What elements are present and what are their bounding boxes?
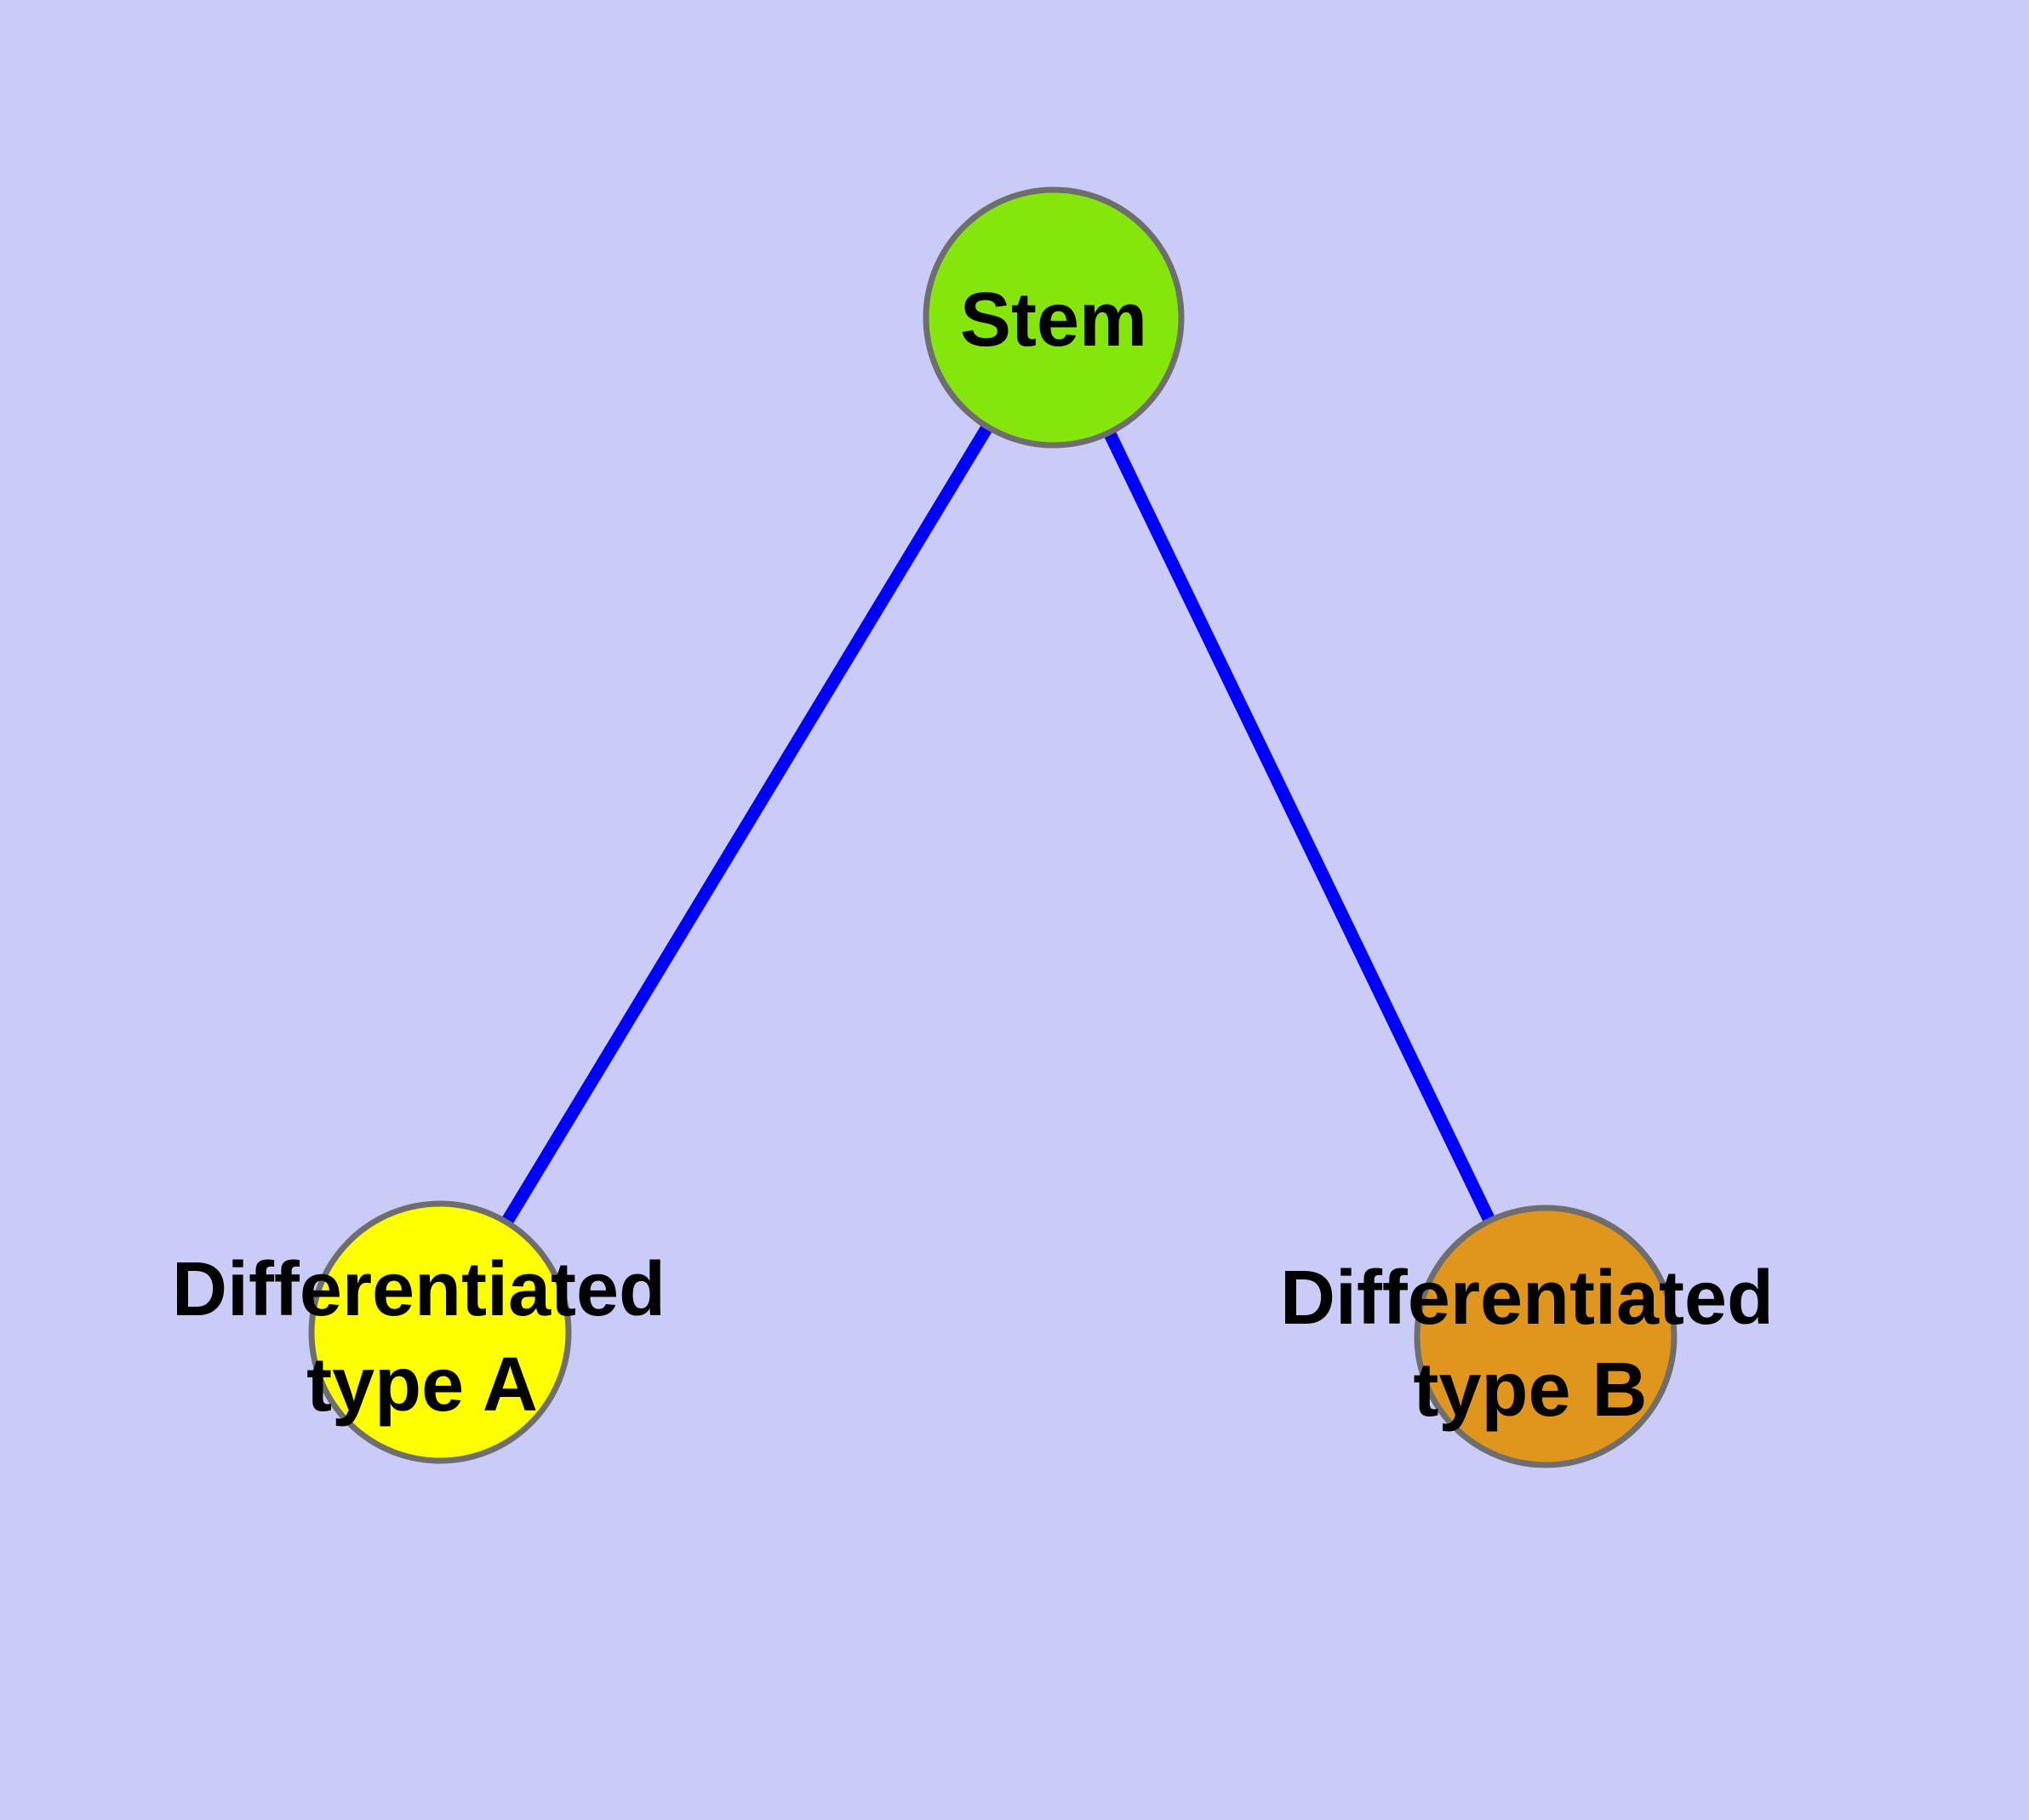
stem-node-label: Stem [960,278,1147,363]
edge-stem-to-type-b [1048,314,1552,1340]
type-b-node-label-line2: type B [1413,1348,1647,1433]
edge-stem-to-type-a [434,314,1060,1336]
type-a-node-label-line1: Differentiated [172,1247,666,1332]
type-b-node-label-line1: Differentiated [1280,1256,1774,1341]
stem-node-circle[interactable] [923,186,1185,449]
type-a-node-label-line2: type A [306,1342,538,1428]
type-b-node-circle[interactable] [1414,1205,1677,1468]
type-a-node-circle[interactable] [308,1200,572,1464]
